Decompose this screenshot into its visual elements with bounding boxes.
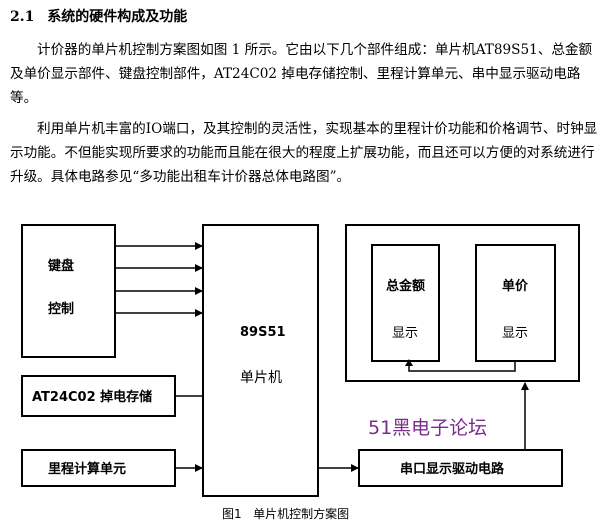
serial-driver-box bbox=[358, 449, 563, 487]
keyboard-label-line1: 键盘 bbox=[47, 258, 74, 274]
watermark-text: 51黑电子论坛 bbox=[368, 417, 487, 439]
keyboard-control-box bbox=[21, 224, 116, 358]
eeprom-label: AT24C02 掉电存储 bbox=[32, 389, 152, 405]
unit-price-label-line2: 显示 bbox=[502, 326, 528, 341]
unit-price-display-box bbox=[475, 244, 556, 362]
display-link-arrowhead bbox=[405, 359, 413, 366]
mcu-box bbox=[202, 224, 319, 497]
unit-price-label-line1: 单价 bbox=[502, 278, 529, 294]
total-amount-label-line1: 总金额 bbox=[386, 278, 425, 294]
mileage-label: 里程计算单元 bbox=[48, 461, 126, 477]
section-number: 2.1 bbox=[10, 9, 35, 25]
display-link-line bbox=[408, 361, 516, 372]
paragraph-functions: 利用单片机丰富的IO端口，及其控制的灵活性，实现基本的里程计价功能和价格调节、时… bbox=[10, 117, 598, 189]
section-title: 系统的硬件构成及功能 bbox=[47, 9, 188, 25]
serial-driver-label: 串口显示驱动电路 bbox=[400, 461, 505, 477]
section-heading: 2.1 系统的硬件构成及功能 bbox=[10, 6, 187, 26]
total-amount-label-line2: 显示 bbox=[392, 326, 418, 341]
paragraph-components: 计价器的单片机控制方案图如图 1 所示。它由以下几个部件组成：单片机AT89S5… bbox=[10, 38, 598, 110]
mcu-name-label: 单片机 bbox=[240, 370, 282, 386]
mcu-model-label: 89S51 bbox=[240, 325, 286, 340]
keyboard-label-line2: 控制 bbox=[48, 301, 74, 317]
paragraph-components-text: 计价器的单片机控制方案图如图 1 所示。它由以下几个部件组成：单片机AT89S5… bbox=[10, 42, 593, 106]
display-panel-box bbox=[345, 224, 580, 382]
figure-caption: 图1 单片机控制方案图 bbox=[222, 506, 349, 521]
total-amount-display-box bbox=[371, 244, 440, 362]
paragraph-functions-text: 利用单片机丰富的IO端口，及其控制的灵活性，实现基本的里程计价功能和价格调节、时… bbox=[10, 121, 598, 185]
